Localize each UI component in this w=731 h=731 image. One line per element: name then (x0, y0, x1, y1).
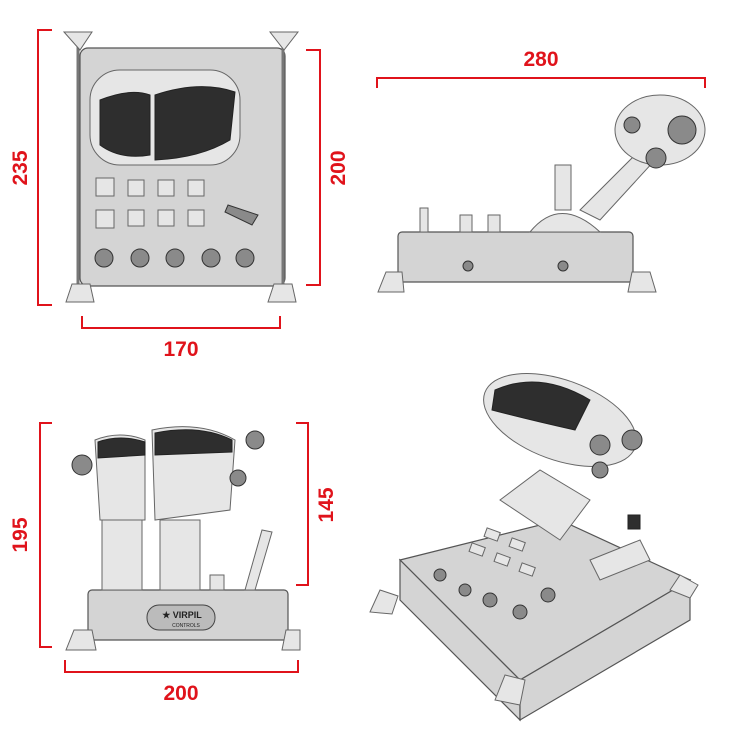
virpil-logo: ★ VIRPIL CONTROLS (146, 604, 216, 631)
dimension-195: 195 (9, 422, 52, 648)
svg-text:★ VIRPIL: ★ VIRPIL (162, 610, 202, 620)
dimension-280: 280 (376, 48, 706, 88)
side-view (377, 94, 706, 293)
dimension-label-195: 195 (9, 517, 32, 552)
perspective-view (369, 373, 699, 722)
dimension-170: 170 (81, 316, 281, 361)
front-view: ★ VIRPIL CONTROLS (65, 426, 301, 651)
dimension-235: 235 (9, 29, 52, 306)
dimension-label-170: 170 (163, 338, 198, 361)
dimension-200-front: 200 (64, 660, 299, 705)
dimension-label-145: 145 (315, 487, 338, 522)
dimension-145: 145 (296, 422, 338, 586)
dimension-label-200-top: 200 (327, 150, 350, 185)
dimension-200-top: 200 (306, 49, 350, 286)
dimension-label-200-front: 200 (163, 682, 198, 705)
dimension-label-235: 235 (9, 150, 32, 185)
dimension-label-280: 280 (523, 48, 558, 71)
top-view (62, 31, 300, 303)
svg-text:CONTROLS: CONTROLS (172, 623, 200, 629)
